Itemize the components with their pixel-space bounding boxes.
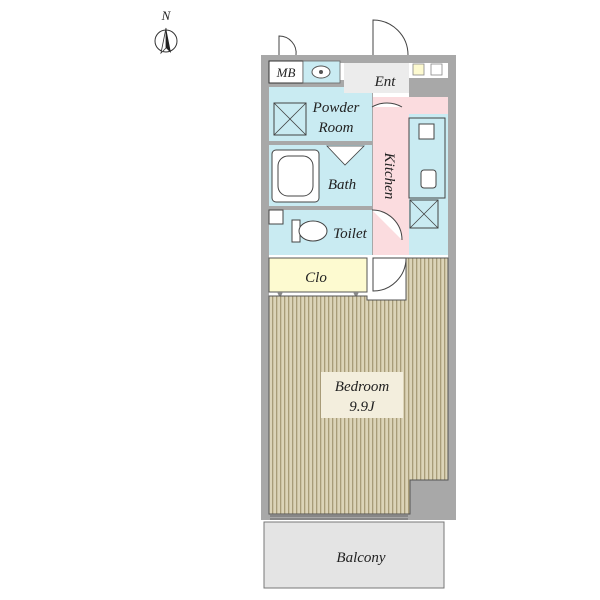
compass-north-label: N — [161, 8, 172, 23]
room-label-closet: Clo — [305, 270, 327, 286]
washer-pan-icon — [273, 102, 307, 136]
bathtub-icon — [271, 149, 320, 203]
room-label-bedroom: Bedroom — [335, 379, 390, 395]
toilet-icon — [291, 219, 328, 243]
room-label-mb: MB — [276, 65, 296, 80]
compass-icon: N — [154, 8, 178, 55]
room-label-balcony: Balcony — [336, 550, 385, 566]
refrigerator-icon — [409, 199, 439, 229]
room-label-bedroom-size: 9.9J — [349, 399, 376, 415]
room-label-kitchen: Kitchen — [381, 152, 397, 200]
room-label-bath: Bath — [328, 177, 356, 193]
entrance-door — [278, 19, 409, 292]
balcony-area — [263, 521, 445, 589]
room-label-entrance: Ent — [374, 74, 397, 90]
room-label-toilet: Toilet — [333, 226, 367, 242]
room-label-powder-2: Room — [318, 120, 354, 136]
room-label-powder-1: Powder — [312, 100, 360, 116]
